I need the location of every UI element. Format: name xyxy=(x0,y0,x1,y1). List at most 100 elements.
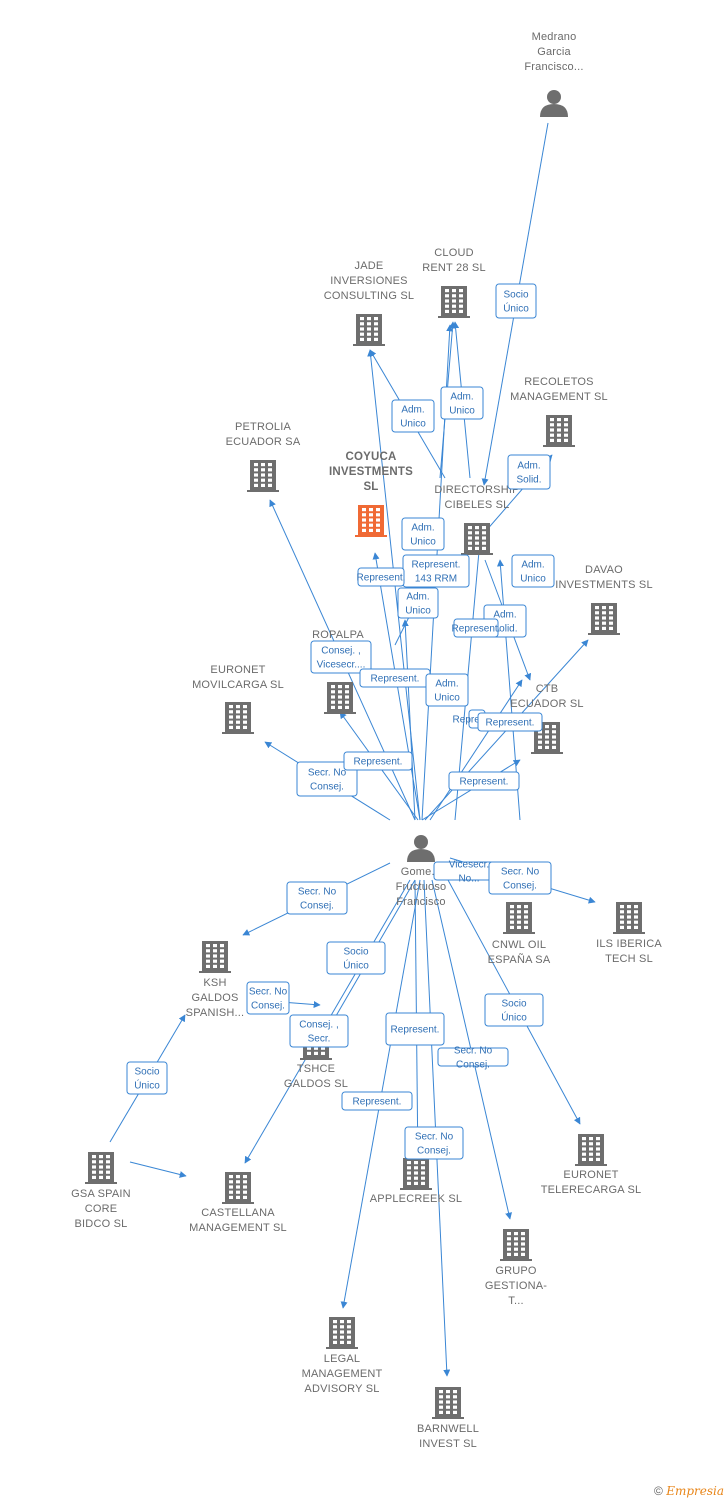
edge-28 xyxy=(129,1161,187,1178)
node-label: BIDCO SL xyxy=(75,1218,128,1230)
edge-label-text: No... xyxy=(458,874,479,885)
node-label: CIBELES SL xyxy=(445,499,510,511)
node-label: ESPAÑA SA xyxy=(488,953,551,966)
building-icon xyxy=(400,1158,432,1190)
edge-label-5[interactable]: Adm.Unico xyxy=(401,517,445,551)
edge-label-2[interactable]: Adm.Unico xyxy=(391,399,435,433)
node-euronettele[interactable]: EURONET TELERECARGA SL xyxy=(541,1134,642,1196)
edge-label-text: Adm. xyxy=(435,679,458,690)
node-label: EURONET xyxy=(563,1169,618,1181)
edge-label-text: Represent. xyxy=(460,777,509,788)
building-icon xyxy=(355,505,387,537)
edge-label-text: Secr. No xyxy=(249,987,288,998)
edge-label-19[interactable]: Represent. xyxy=(448,771,520,791)
node-label: CASTELLANA xyxy=(201,1207,275,1219)
edge-label-6[interactable]: Represent.143 RRM xyxy=(402,554,470,588)
node-label: INVESTMENTS SL xyxy=(555,579,653,591)
edge-label-text: Consej. xyxy=(251,1001,285,1012)
node-medrano[interactable]: MedranoGarciaFrancisco... xyxy=(524,31,583,117)
edge-label-text: Secr. No xyxy=(501,867,540,878)
edge-label-14[interactable]: Adm.Unico xyxy=(425,673,469,707)
building-icon xyxy=(199,941,231,973)
node-label: MANAGEMENT SL xyxy=(510,391,608,403)
node-ksh[interactable]: KSHGALDOSSPANISH... xyxy=(186,941,245,1019)
edge-label-text: Secr. No xyxy=(454,1046,493,1057)
edge-label-text: Socio xyxy=(343,947,368,958)
node-label: Garcia xyxy=(537,46,571,58)
edge-label-text: Único xyxy=(501,1011,527,1024)
building-icon xyxy=(247,460,279,492)
edge-label-25[interactable]: Consej. ,Secr. xyxy=(289,1014,349,1048)
node-label: CORE xyxy=(85,1203,118,1215)
edge-label-11[interactable]: Represent. xyxy=(452,618,501,638)
node-label: INVESTMENTS xyxy=(329,466,413,478)
edge-label-3[interactable]: Adm.Unico xyxy=(440,386,484,420)
node-label: T... xyxy=(508,1295,523,1307)
edge-14 xyxy=(401,619,416,821)
edge-label-text: Adm. xyxy=(401,405,424,416)
node-label: Gome... xyxy=(401,866,442,878)
edge-label-29[interactable]: Represent. xyxy=(341,1091,413,1111)
edge-label-text: Adm. xyxy=(411,523,434,534)
building-icon xyxy=(222,1172,254,1204)
node-label: ADVISORY SL xyxy=(304,1383,379,1395)
edge-label-4[interactable]: Adm.Solid. xyxy=(507,454,551,490)
edge-label-12[interactable]: Consej. ,Vicesecr.... xyxy=(310,640,372,674)
node-legal[interactable]: LEGAL MANAGEMENT ADVISORY SL xyxy=(302,1317,383,1395)
node-label: TELERECARGA SL xyxy=(541,1184,642,1196)
edge-label-text: Unico xyxy=(520,574,546,585)
node-label: ECUADOR SA xyxy=(226,436,301,448)
edge-label-9[interactable]: Adm.Unico xyxy=(511,554,555,588)
node-label: Fructuoso xyxy=(396,881,447,893)
node-label: APPLECREEK SL xyxy=(370,1193,462,1205)
edge-label-text: Vicesecr.... xyxy=(317,660,366,671)
edge-label-26[interactable]: Represent. xyxy=(385,1012,445,1046)
edge-label-text: Represent. xyxy=(357,573,406,584)
building-icon xyxy=(500,1229,532,1261)
edge-label-text: Represent. xyxy=(412,560,461,571)
building-icon xyxy=(543,415,575,447)
node-label: MANAGEMENT xyxy=(302,1368,383,1380)
edge-label-18[interactable]: Represent. xyxy=(343,751,413,771)
node-label: LEGAL xyxy=(324,1353,360,1365)
edge-label-20[interactable]: Vicesecr.No... xyxy=(433,860,505,885)
node-label: EURONET xyxy=(210,664,265,676)
edge-label-13[interactable]: Represent. xyxy=(359,668,431,688)
edge-label-7[interactable]: Represent. xyxy=(357,567,406,587)
person-icon xyxy=(540,90,568,117)
edge-label-24[interactable]: Secr. No Consej. xyxy=(246,981,290,1015)
node-label: INVEST SL xyxy=(419,1438,477,1450)
node-label: GESTIONA- xyxy=(485,1280,547,1292)
node-label: INVERSIONES xyxy=(330,275,407,287)
node-label: GALDOS SL xyxy=(284,1078,348,1090)
node-grupo[interactable]: GRUPOGESTIONA-T... xyxy=(485,1229,547,1307)
edge-label-8[interactable]: Adm.Unico xyxy=(397,587,439,619)
edge-label-16[interactable]: Represent. xyxy=(477,712,543,732)
node-applecreek[interactable]: APPLECREEK SL xyxy=(370,1158,462,1205)
